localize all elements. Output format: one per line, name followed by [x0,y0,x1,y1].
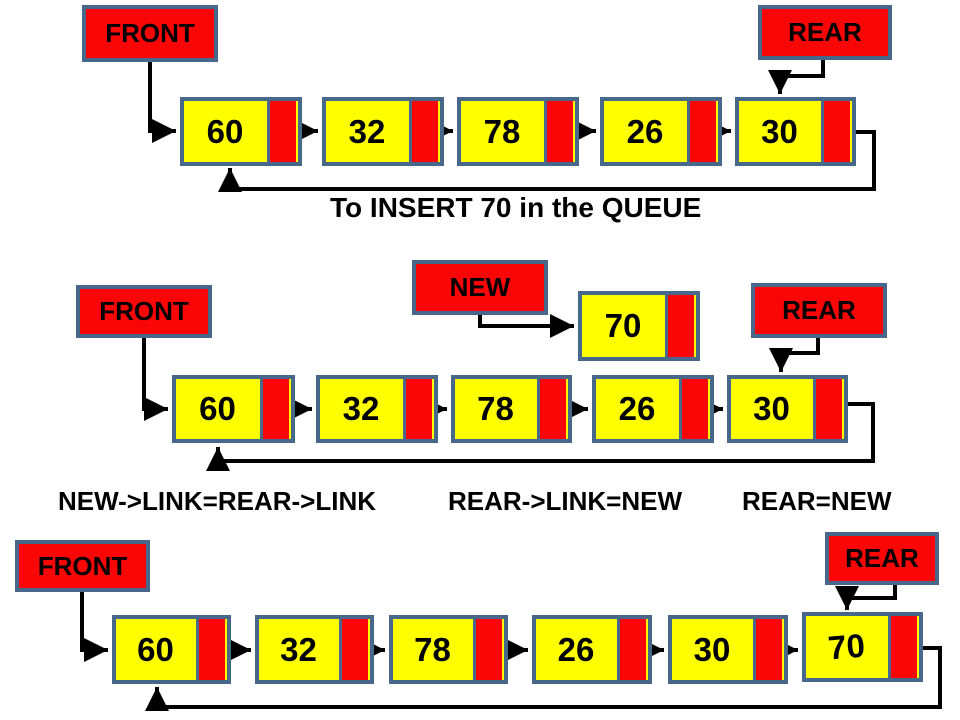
node-value: 78 [477,390,514,427]
node-value: 32 [342,390,380,427]
node-value: 60 [206,112,244,150]
node-row3-32: 32 [255,615,374,684]
node-row1-78: 78 [457,97,579,166]
link-field [544,101,573,162]
node-row1-26: 26 [600,97,722,166]
node-value: 30 [753,390,790,427]
node-value: 26 [618,390,656,427]
rear-label-row2: REAR [751,283,887,338]
link-field [260,379,289,439]
link-field [753,619,782,680]
node-value: 60 [199,390,236,427]
link-field [267,101,296,162]
rear-label-text: REAR [788,17,862,47]
link-field [813,379,842,439]
link-field [665,295,694,357]
link-field [403,379,432,439]
caption-rear-equals-new: REAR=NEW [742,486,892,516]
caption-new-link-equals-rear-link: NEW->LINK=REAR->LINK [58,486,376,516]
node-value: 26 [626,112,664,150]
link-field [687,101,716,162]
front-label-row3: FRONT [15,540,150,592]
front-label-text: FRONT [105,18,195,48]
node-value: 70 [604,307,642,344]
link-field [196,619,225,680]
arrow-front-pointer-row3 [80,592,108,662]
node-value: 78 [414,630,451,668]
node-row3-26: 26 [532,615,652,684]
node-row3-70: 70 [802,612,923,682]
arrow-front-pointer-row2 [142,338,168,421]
link-field [339,619,368,680]
arrow-rear-pointer-row3 [835,585,897,610]
node-row1-30: 30 [735,97,856,166]
node-value: 60 [137,630,174,668]
node-value: 26 [557,630,595,668]
rear-label-text: REAR [782,295,856,325]
node-row2-78: 78 [451,375,572,443]
rear-label-row1: REAR [758,5,892,60]
new-label-text: NEW [449,272,511,302]
arrow-rear-pointer-row2 [769,338,820,372]
node-row3-78: 78 [389,615,508,684]
link-field [473,619,502,680]
front-label-row2: FRONT [76,285,212,338]
link-field [679,379,708,439]
node-value: 30 [761,112,798,150]
node-value: 78 [483,112,521,150]
new-node-row2-70: 70 [578,291,700,361]
rear-label-text: REAR [845,543,919,573]
link-field [617,619,646,680]
node-row2-60: 60 [172,375,295,443]
node-row3-30: 30 [668,615,788,684]
node-row2-32: 32 [316,375,438,443]
node-row1-60: 60 [180,97,302,166]
front-label-text: FRONT [37,550,128,581]
node-row3-60: 60 [112,615,231,684]
caption-insert-70: To INSERT 70 in the QUEUE [330,192,702,223]
front-label-text: FRONT [99,296,189,326]
front-label-row1: FRONT [82,5,218,62]
link-field [409,101,438,162]
link-field [537,379,566,439]
node-value: 70 [826,626,867,667]
new-label-row2: NEW [412,260,548,315]
link-field [888,616,917,678]
caption-rear-link-equals-new: REAR->LINK=NEW [448,486,683,516]
node-value: 32 [280,630,317,668]
node-row2-26: 26 [592,375,714,443]
node-value: 32 [348,112,386,150]
node-row1-32: 32 [322,97,444,166]
node-value: 30 [693,630,731,668]
arrow-new-pointer-row2 [478,314,574,338]
arrow-front-pointer-row1 [148,62,176,143]
link-field [821,101,850,162]
rear-label-row3: REAR [825,532,939,585]
node-row2-30: 30 [727,375,848,443]
arrow-rear-pointer-row1 [768,60,825,94]
